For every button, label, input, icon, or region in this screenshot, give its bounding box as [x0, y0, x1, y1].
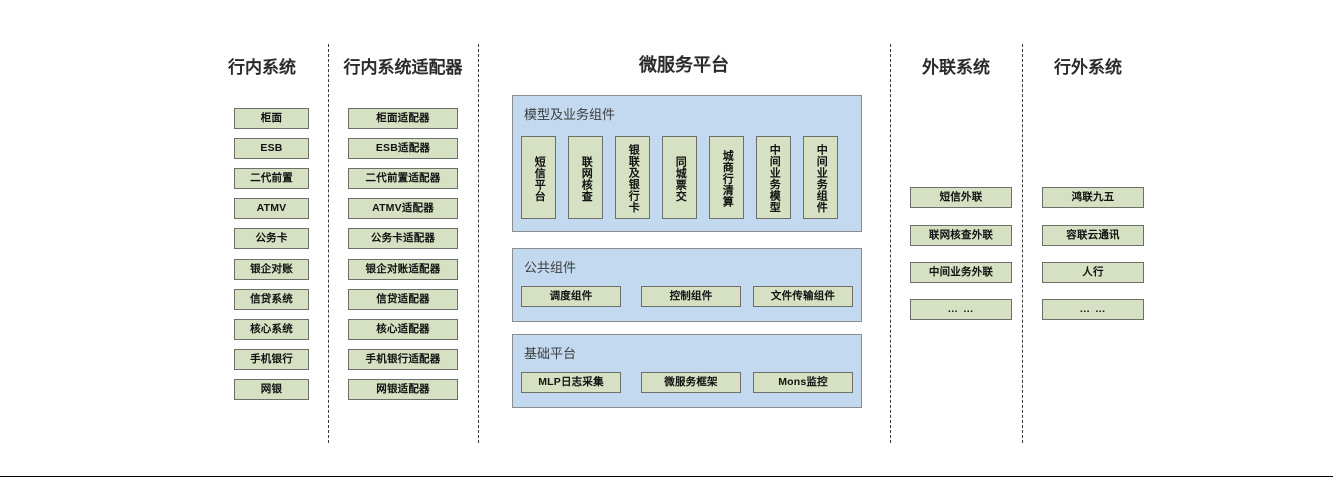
node-outside-bank-1[interactable]: 鸿联九五: [1042, 187, 1144, 208]
node-public-component-2[interactable]: 控制组件: [641, 286, 741, 307]
node-in-bank-adapter-3[interactable]: 二代前置适配器: [348, 168, 458, 189]
node-in-bank-system-2[interactable]: ESB: [234, 138, 309, 159]
divider-1: [328, 44, 329, 443]
column-title-in-bank-adapters: 行内系统适配器: [343, 58, 463, 77]
node-model-component-5[interactable]: 城商行清算: [709, 136, 744, 219]
node-in-bank-system-7[interactable]: 信贷系统: [234, 289, 309, 310]
column-title-microservice-platform: 微服务平台: [639, 55, 729, 75]
node-in-bank-system-4[interactable]: ATMV: [234, 198, 309, 219]
node-in-bank-adapter-10[interactable]: 网银适配器: [348, 379, 458, 400]
node-in-bank-system-9[interactable]: 手机银行: [234, 349, 309, 370]
node-in-bank-system-6[interactable]: 银企对账: [234, 259, 309, 280]
node-model-component-1[interactable]: 短信平台: [521, 136, 556, 219]
node-public-component-1[interactable]: 调度组件: [521, 286, 621, 307]
page-bottom-rule: [0, 476, 1333, 477]
column-title-in-bank-systems: 行内系统: [228, 58, 296, 77]
column-title-external-link-systems: 外联系统: [922, 58, 990, 77]
node-outside-bank-4[interactable]: … …: [1042, 299, 1144, 320]
node-in-bank-adapter-9[interactable]: 手机银行适配器: [348, 349, 458, 370]
panel-title-public-components: 公共组件: [524, 260, 577, 275]
node-external-link-1[interactable]: 短信外联: [910, 187, 1012, 208]
node-in-bank-system-3[interactable]: 二代前置: [234, 168, 309, 189]
node-external-link-2[interactable]: 联网核查外联: [910, 225, 1012, 246]
node-base-platform-3[interactable]: Mons监控: [753, 372, 853, 393]
panel-public-components: [512, 248, 862, 322]
node-public-component-3[interactable]: 文件传输组件: [753, 286, 853, 307]
node-model-component-4[interactable]: 同城票交: [662, 136, 697, 219]
node-in-bank-adapter-2[interactable]: ESB适配器: [348, 138, 458, 159]
node-in-bank-adapter-8[interactable]: 核心适配器: [348, 319, 458, 340]
node-model-component-2[interactable]: 联网核查: [568, 136, 603, 219]
divider-3: [890, 44, 891, 443]
node-in-bank-system-1[interactable]: 柜面: [234, 108, 309, 129]
panel-base-platform: [512, 334, 862, 408]
node-model-component-6[interactable]: 中间业务模型: [756, 136, 791, 219]
node-in-bank-adapter-6[interactable]: 银企对账适配器: [348, 259, 458, 280]
node-in-bank-adapter-4[interactable]: ATMV适配器: [348, 198, 458, 219]
node-outside-bank-3[interactable]: 人行: [1042, 262, 1144, 283]
column-title-outside-bank-systems: 行外系统: [1054, 58, 1122, 77]
node-base-platform-1[interactable]: MLP日志采集: [521, 372, 621, 393]
panel-title-model-business-components: 模型及业务组件: [524, 107, 616, 122]
node-in-bank-adapter-1[interactable]: 柜面适配器: [348, 108, 458, 129]
node-in-bank-system-8[interactable]: 核心系统: [234, 319, 309, 340]
node-model-component-3[interactable]: 银联及银行卡: [615, 136, 650, 219]
node-in-bank-adapter-7[interactable]: 信贷适配器: [348, 289, 458, 310]
divider-2: [478, 44, 479, 443]
node-external-link-3[interactable]: 中间业务外联: [910, 262, 1012, 283]
node-outside-bank-2[interactable]: 容联云通讯: [1042, 225, 1144, 246]
node-base-platform-2[interactable]: 微服务框架: [641, 372, 741, 393]
node-external-link-4[interactable]: … …: [910, 299, 1012, 320]
panel-title-base-platform: 基础平台: [524, 346, 577, 361]
node-in-bank-adapter-5[interactable]: 公务卡适配器: [348, 228, 458, 249]
divider-4: [1022, 44, 1023, 443]
node-in-bank-system-10[interactable]: 网银: [234, 379, 309, 400]
node-in-bank-system-5[interactable]: 公务卡: [234, 228, 309, 249]
node-model-component-7[interactable]: 中间业务组件: [803, 136, 838, 219]
